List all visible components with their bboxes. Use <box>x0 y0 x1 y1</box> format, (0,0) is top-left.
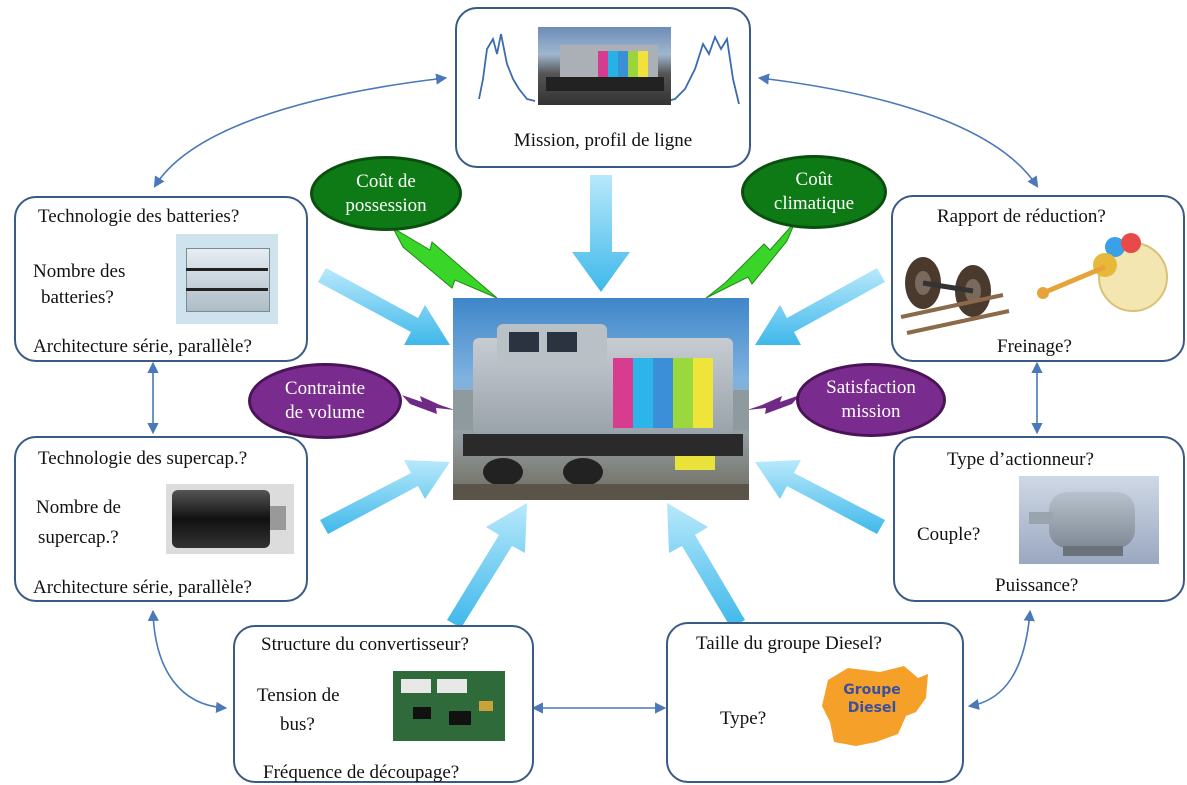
batteries-count-line2: batteries? <box>41 287 114 308</box>
locomotive-photo-small <box>538 27 671 105</box>
actuator-title: Type d’actionneur? <box>947 449 1094 470</box>
arrow-from-batteries <box>318 268 450 345</box>
converter-frequency: Fréquence de découpage? <box>263 762 460 783</box>
batteries-box: Technologie des batteries? Nombre des ba… <box>14 196 308 362</box>
line-profile-icon <box>478 33 740 105</box>
volume-constraint-line1: Contrainte <box>284 378 366 399</box>
supercaps-count-line2: supercap.? <box>38 527 119 548</box>
ownership-cost-line2: possession <box>345 194 427 216</box>
arrow-from-reduction <box>755 268 885 345</box>
connector-mission-batteries <box>153 73 448 188</box>
electric-motor-image <box>1019 476 1159 564</box>
diesel-logo-line1: Groupe <box>843 682 901 698</box>
mission-satisfaction-line1: Satisfaction <box>826 377 916 398</box>
arrow-from-mission <box>572 175 630 292</box>
influence-arrows <box>318 175 885 628</box>
diesel-logo: Groupe Diesel <box>818 662 934 748</box>
batteries-architecture: Architecture série, parallèle? <box>33 336 252 357</box>
diesel-box: Taille du groupe Diesel? Type? Groupe Di… <box>666 622 964 783</box>
converter-voltage-line1: Tension de <box>257 685 340 706</box>
arrow-from-actuator <box>755 460 885 534</box>
connector-actuator-diesel <box>967 609 1035 710</box>
arrow-from-converter <box>447 503 527 628</box>
battery-pack-image <box>176 234 278 324</box>
volume-constraint-line2: de volume <box>285 402 365 423</box>
diesel-logo-line2: Diesel <box>847 700 897 716</box>
diesel-type: Type? <box>720 708 767 729</box>
circuit-board-image <box>393 671 505 741</box>
actuator-torque: Couple? <box>917 524 981 545</box>
reduction-title: Rapport de réduction? <box>937 206 1106 227</box>
lightning-mission <box>747 395 800 414</box>
mission-satisfaction-oval: Satisfaction mission <box>796 363 946 437</box>
connector-supercaps-converter <box>147 609 228 713</box>
climate-cost-line2: climatique <box>773 193 855 214</box>
wheelset-and-gears-icon <box>900 233 1168 335</box>
supercapacitor-image <box>166 484 294 554</box>
diesel-title: Taille du groupe Diesel? <box>696 633 882 654</box>
actuator-power: Puissance? <box>995 575 1079 596</box>
arrow-from-supercaps <box>320 460 450 534</box>
supercaps-box: Technologie des supercap.? Nombre de sup… <box>14 436 308 602</box>
arrow-from-diesel <box>667 503 745 628</box>
mission-satisfaction-line2: mission <box>841 401 901 422</box>
reduction-box: Rapport de réduction? Freinage? <box>891 195 1185 362</box>
mission-label: Mission, profil de ligne <box>513 130 693 151</box>
connector-mission-reduction <box>757 73 1039 188</box>
converter-title: Structure du convertisseur? <box>261 634 469 655</box>
ownership-cost-line1: Coût de <box>356 170 416 192</box>
batteries-count-line1: Nombre des <box>33 261 126 282</box>
actuator-box: Type d’actionneur? Couple? Puissance? <box>893 436 1185 602</box>
mission-box: Mission, profil de ligne <box>455 7 751 168</box>
climate-cost-line1: Coût <box>795 169 833 190</box>
supercaps-count-line1: Nombre de <box>36 497 121 518</box>
lightning-ownership <box>391 226 498 299</box>
lightning-climate <box>705 221 796 299</box>
batteries-title: Technologie des batteries? <box>38 206 240 227</box>
supercaps-title: Technologie des supercap.? <box>38 448 248 469</box>
connector-lines <box>147 73 1043 714</box>
climate-cost-oval: Coût climatique <box>741 155 887 229</box>
locomotive-photo <box>453 298 749 500</box>
volume-constraint-oval: Contrainte de volume <box>248 363 402 439</box>
converter-voltage-line2: bus? <box>280 714 315 735</box>
supercaps-architecture: Architecture série, parallèle? <box>33 577 252 598</box>
lightning-volume <box>402 395 455 414</box>
converter-box: Structure du convertisseur? Tension de b… <box>233 625 534 783</box>
reduction-braking: Freinage? <box>997 336 1072 357</box>
